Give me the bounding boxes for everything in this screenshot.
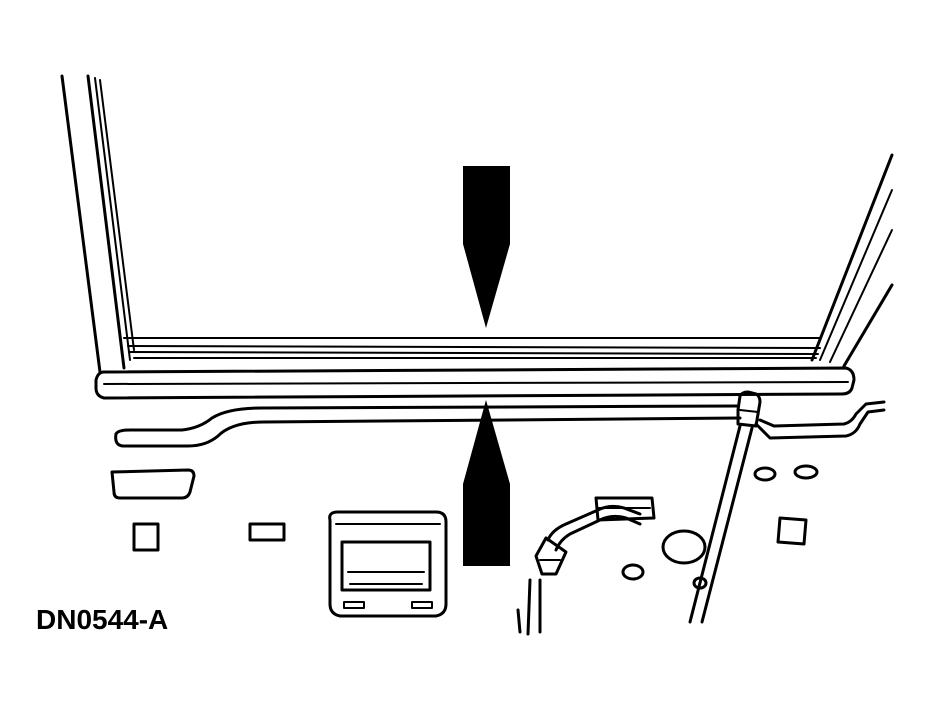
upward-arrow <box>463 400 510 566</box>
latch-rod <box>526 504 642 636</box>
round-holes <box>621 464 819 590</box>
figure-id-label: DN0544-A <box>36 604 169 635</box>
belt-weatherstrip <box>94 366 856 400</box>
right-window-frame <box>810 153 894 368</box>
inner-panel-edge-left <box>516 608 522 634</box>
lower-left-cutout <box>110 468 196 500</box>
square-hole-middle <box>248 522 286 542</box>
lock-rod <box>688 390 762 624</box>
square-hole-right <box>776 516 808 546</box>
downward-arrow <box>463 166 510 328</box>
door-panel-contour <box>114 400 886 448</box>
square-hole-left <box>132 522 160 552</box>
left-window-frame <box>60 74 135 374</box>
glass-lower-edge <box>123 337 821 359</box>
door-handle-pocket <box>328 510 448 618</box>
